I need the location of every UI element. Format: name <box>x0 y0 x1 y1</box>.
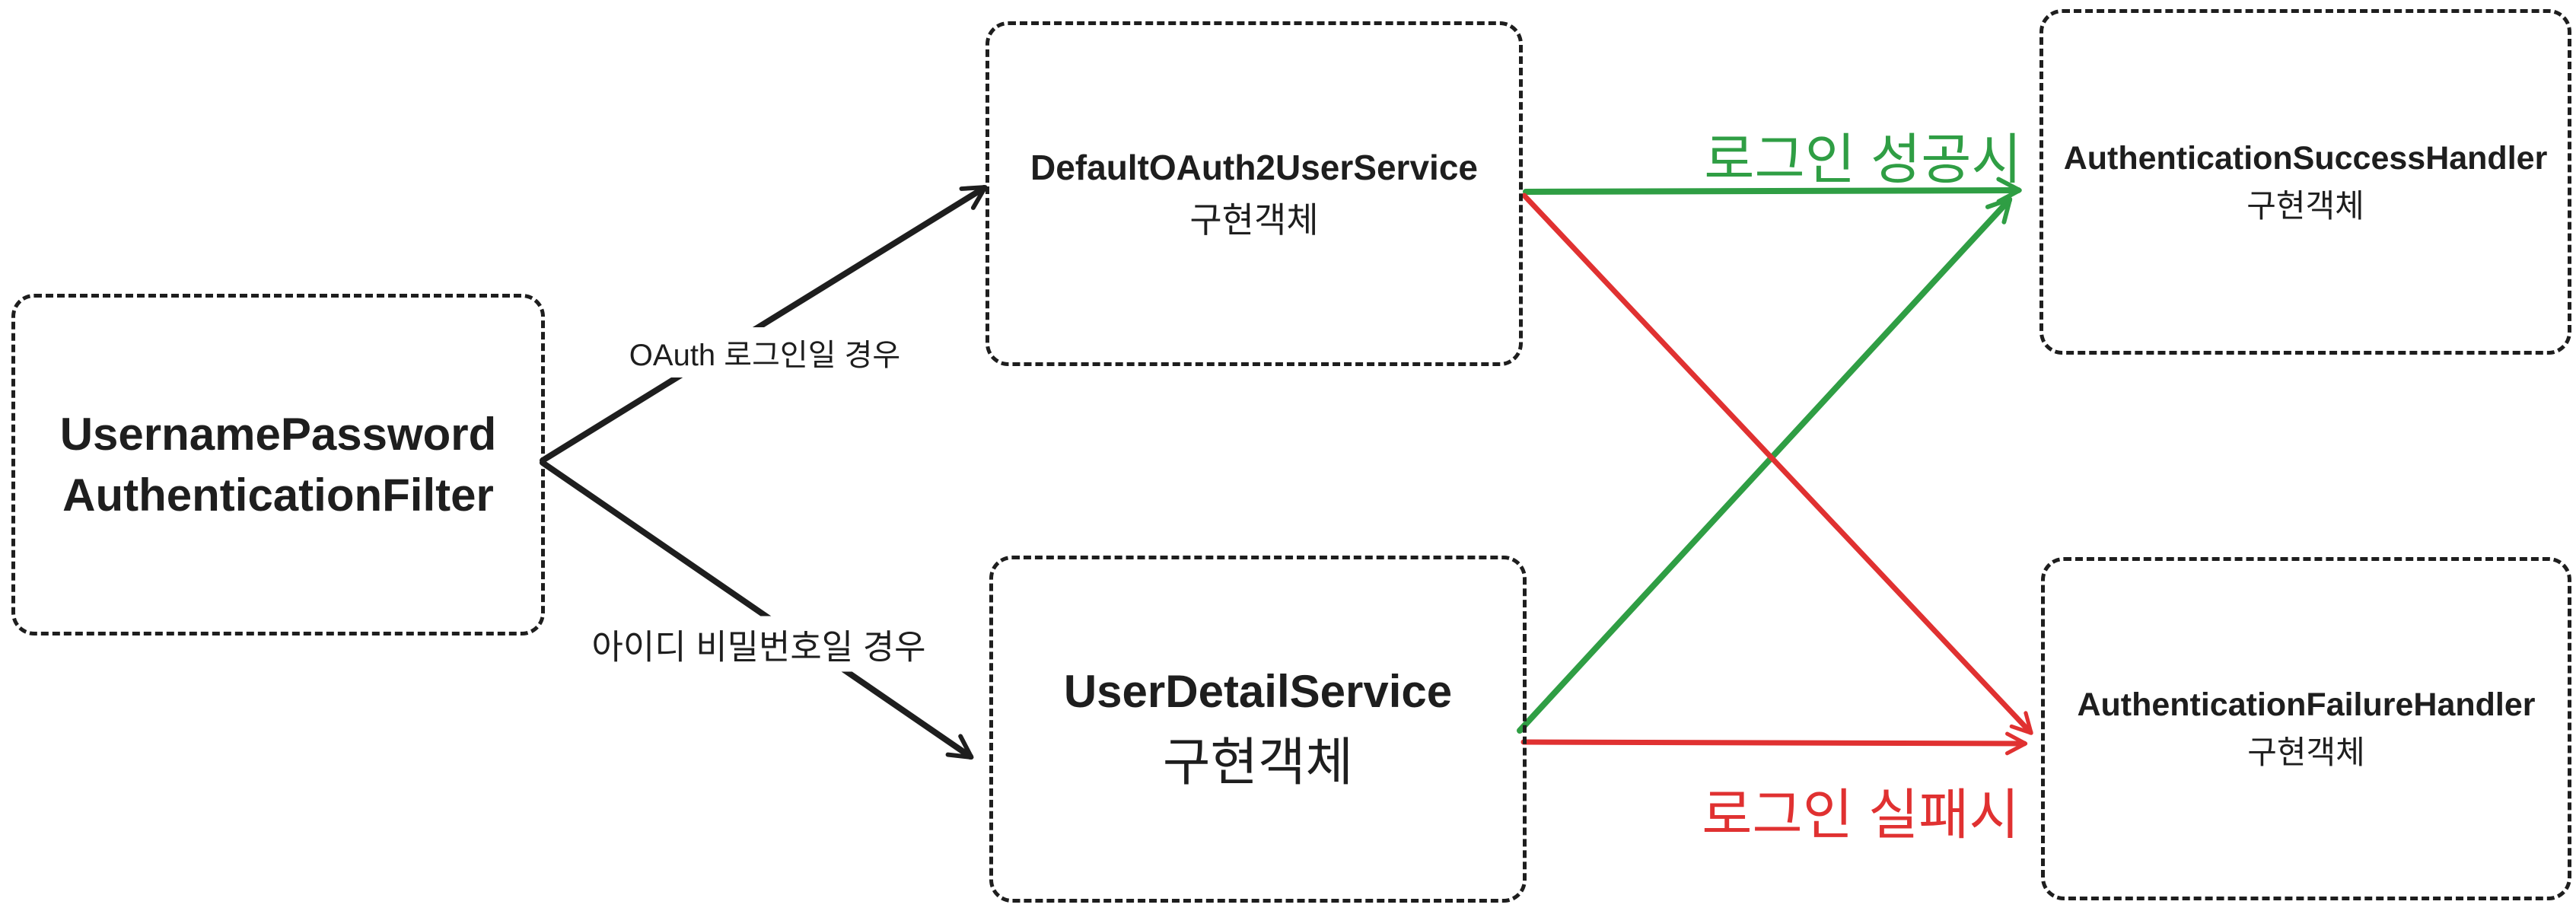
node-success-handler-subtitle: 구현객체 <box>2246 187 2364 224</box>
node-filter-line1: UsernamePassword <box>59 409 497 460</box>
node-filter-line2: AuthenticationFilter <box>62 469 494 521</box>
node-default-oauth2-user-service: DefaultOAuth2UserService 구현객체 <box>986 21 1523 366</box>
node-authentication-success-handler: AuthenticationSuccessHandler 구현객체 <box>2039 9 2571 355</box>
arrow-userdetail-service-to-failure-handler <box>1520 731 2028 756</box>
edge-label-login-success: 로그인 성공시 <box>1704 129 2022 191</box>
arrow-oauth-service-to-success-handler <box>1523 177 2022 204</box>
edge-label-login-failure: 로그인 실패시 <box>1702 785 2020 846</box>
node-userdetail-service-subtitle: 구현객체 <box>1162 733 1354 792</box>
node-failure-handler-class-name: AuthenticationFailureHandler <box>2077 686 2536 724</box>
node-userdetail-service-class-name: UserDetailService <box>1063 665 1453 717</box>
node-authentication-failure-handler: AuthenticationFailureHandler 구현객체 <box>2041 557 2571 900</box>
arrow-filter-to-userdetail-service <box>540 460 974 760</box>
node-oauth-service-class-name: DefaultOAuth2UserService <box>1030 147 1478 187</box>
arrow-oauth-service-to-failure-handler <box>1521 193 2033 735</box>
node-oauth-service-subtitle: 구현객체 <box>1189 199 1319 240</box>
node-success-handler-class-name: AuthenticationSuccessHandler <box>2063 139 2548 177</box>
node-usernamepassword-authentication-filter: UsernamePassword AuthenticationFilter <box>11 294 545 635</box>
node-user-detail-service: UserDetailService 구현객체 <box>989 556 1527 903</box>
node-failure-handler-subtitle: 구현객체 <box>2247 734 2365 771</box>
edge-label-oauth-login-case: OAuth 로그인일 경우 <box>619 327 910 377</box>
arrow-filter-to-oauth-service <box>540 185 988 463</box>
edge-label-userpass-login-case: 아이디 비밀번호일 경우 <box>582 616 935 672</box>
arrow-userdetail-service-to-success-handler <box>1517 196 2013 734</box>
